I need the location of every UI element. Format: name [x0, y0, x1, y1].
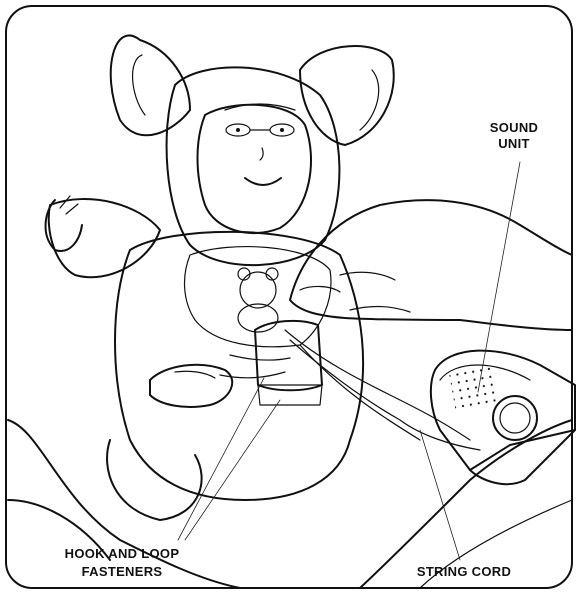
label-sound-unit-line2: UNIT — [498, 136, 530, 151]
doll-hand — [46, 196, 82, 251]
sound-unit-device — [431, 351, 575, 485]
lap-background — [8, 420, 572, 588]
rounded-frame — [6, 6, 572, 588]
label-hook-and-loop-line2: FASTENERS — [82, 564, 163, 579]
label-string-cord: STRING CORD — [417, 564, 511, 579]
bib-bear-embroidery — [185, 247, 331, 347]
label-sound-unit-line1: SOUND — [490, 120, 538, 135]
adult-hand-left — [150, 365, 232, 407]
doll-face — [198, 104, 312, 233]
label-hook-and-loop-line1: HOOK AND LOOP — [65, 546, 180, 561]
